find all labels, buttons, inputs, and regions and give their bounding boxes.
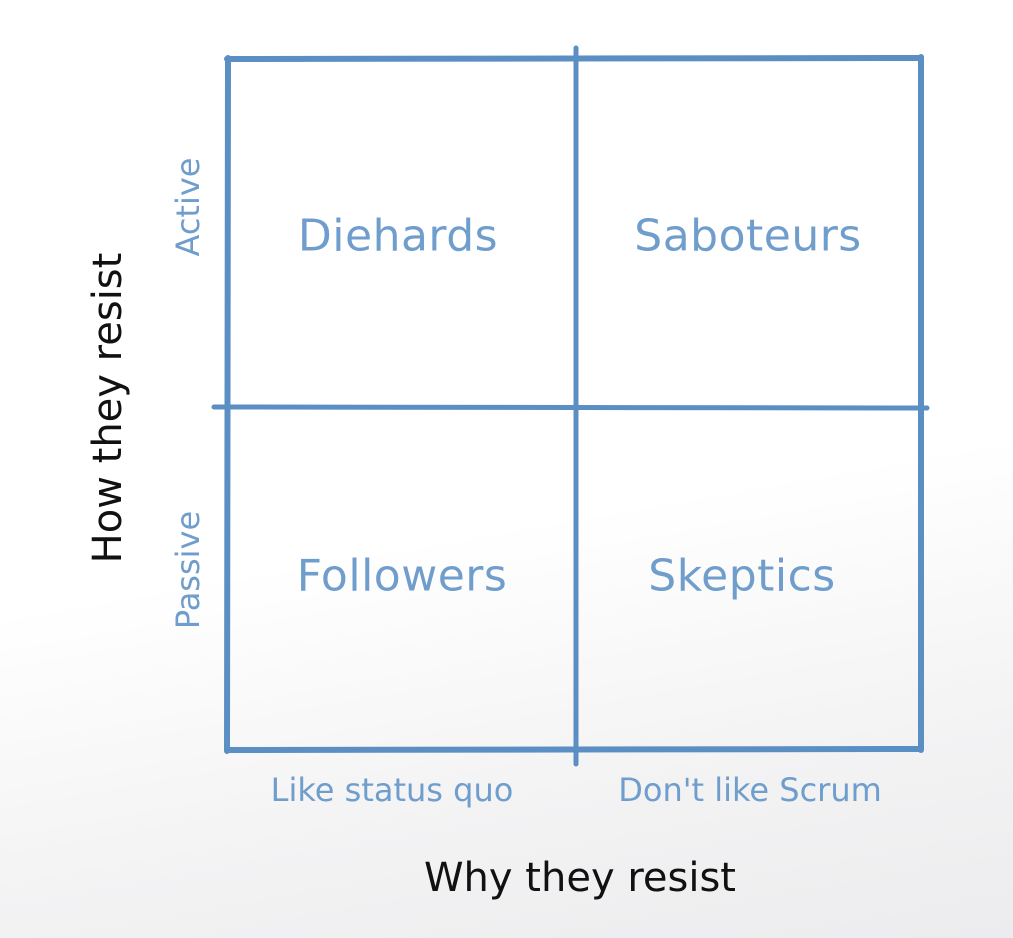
grid-horizontal-divider bbox=[211, 404, 930, 411]
x-axis-title: Why they resist bbox=[424, 855, 736, 901]
quadrant-bottom-left-label: Followers bbox=[296, 550, 508, 602]
y-axis-top-label: Active bbox=[169, 157, 207, 257]
quadrant-bottom-right-label: Skeptics bbox=[648, 550, 836, 602]
y-axis-title: How they resist bbox=[85, 252, 131, 564]
x-axis-right-label: Don't like Scrum bbox=[618, 771, 882, 809]
quadrant-top-left-label: Diehards bbox=[297, 210, 499, 262]
x-axis-left-label: Like status quo bbox=[270, 771, 514, 809]
y-axis-bottom-label: Passive bbox=[169, 510, 207, 630]
grid-left-edge bbox=[224, 55, 231, 754]
quadrant-top-right-label: Saboteurs bbox=[634, 210, 862, 262]
